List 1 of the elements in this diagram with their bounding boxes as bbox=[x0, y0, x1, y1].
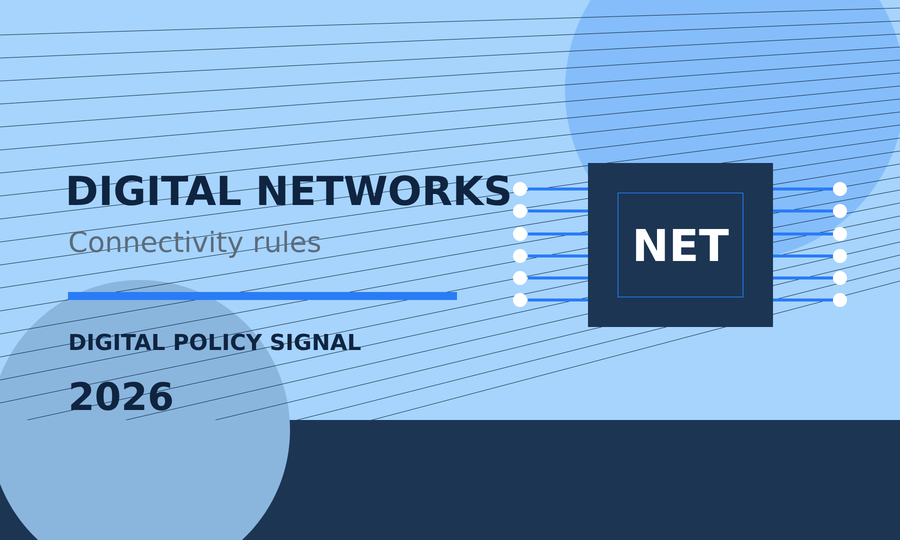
chip-box: NET bbox=[588, 163, 773, 327]
